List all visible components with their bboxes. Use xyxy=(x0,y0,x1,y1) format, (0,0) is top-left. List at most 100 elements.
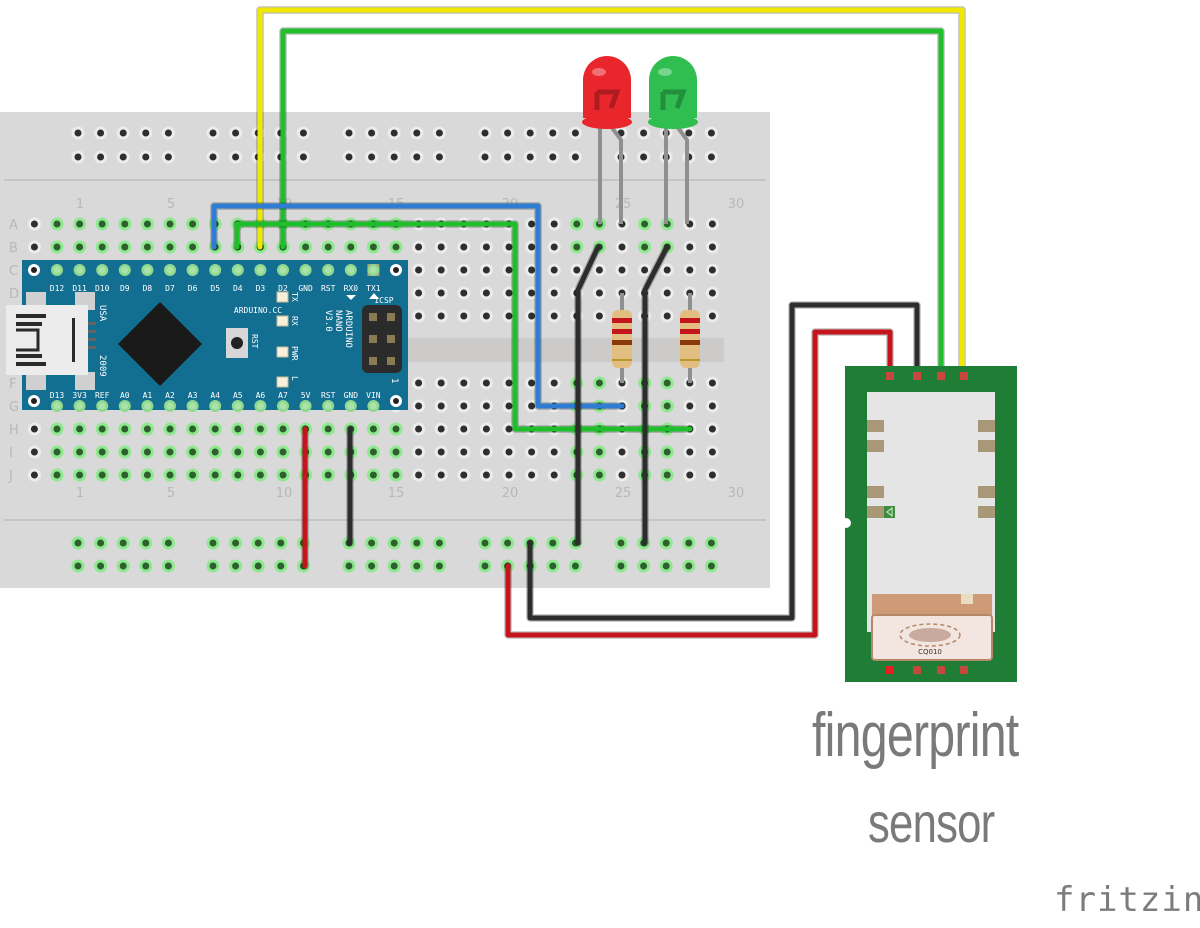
arduino-pin-inner xyxy=(369,402,377,410)
hole xyxy=(460,402,468,410)
hole xyxy=(526,129,534,137)
hole xyxy=(413,539,421,547)
hole xyxy=(302,243,310,251)
hole xyxy=(324,425,332,433)
hole xyxy=(324,243,332,251)
hole xyxy=(368,153,376,161)
hole xyxy=(119,539,127,547)
column-label: 10 xyxy=(276,486,293,501)
hole xyxy=(526,153,534,161)
resistor-red-led-band xyxy=(612,318,632,323)
reset-button-cap[interactable] xyxy=(231,337,243,349)
hole xyxy=(437,448,445,456)
hole xyxy=(571,562,579,570)
hole xyxy=(415,266,423,274)
hole xyxy=(53,220,61,228)
hole xyxy=(437,289,445,297)
hole xyxy=(53,425,61,433)
hole xyxy=(549,153,557,161)
hole xyxy=(550,266,558,274)
hole xyxy=(345,129,353,137)
hole xyxy=(505,289,513,297)
hole xyxy=(617,562,625,570)
pin-label-a4: A4 xyxy=(210,391,220,400)
hole xyxy=(460,312,468,320)
hole xyxy=(573,243,581,251)
arduino-pin-inner xyxy=(53,266,61,274)
hole xyxy=(663,379,671,387)
column-label: 5 xyxy=(167,197,175,212)
hole xyxy=(505,425,513,433)
hole xyxy=(685,129,693,137)
hole xyxy=(76,220,84,228)
hole xyxy=(640,562,648,570)
hole xyxy=(121,471,129,479)
hole xyxy=(119,153,127,161)
hole xyxy=(211,471,219,479)
resistor-green-led-band xyxy=(680,329,700,334)
fingerprint-sensor[interactable]: CQ010 xyxy=(841,366,1017,682)
hole xyxy=(53,243,61,251)
hole xyxy=(211,425,219,433)
hole xyxy=(254,562,262,570)
hole xyxy=(345,153,353,161)
hole xyxy=(189,448,197,456)
hole xyxy=(415,425,423,433)
hole xyxy=(595,471,603,479)
hole xyxy=(708,402,716,410)
arduino-pin-inner xyxy=(302,266,310,274)
hole xyxy=(368,562,376,570)
hole xyxy=(482,243,490,251)
hole xyxy=(368,539,376,547)
pin-label-tx1: TX1 xyxy=(366,284,381,293)
row-label: D xyxy=(9,287,19,302)
resistor-green-led xyxy=(680,310,700,368)
hole xyxy=(232,539,240,547)
hole xyxy=(482,379,490,387)
hole xyxy=(595,379,603,387)
hole xyxy=(460,243,468,251)
pin-label-d12: D12 xyxy=(50,284,65,293)
hole xyxy=(708,266,716,274)
arduino-pin-inner xyxy=(324,402,332,410)
hole xyxy=(437,379,445,387)
pin-label-d3: D3 xyxy=(256,284,266,293)
sensor-pin-bottom xyxy=(886,666,894,674)
column-label: 20 xyxy=(502,486,519,501)
icsp-pins xyxy=(369,313,395,365)
arduino-pin-inner xyxy=(121,266,129,274)
hole xyxy=(550,448,558,456)
hole xyxy=(98,471,106,479)
hole xyxy=(460,379,468,387)
hole xyxy=(708,425,716,433)
hole xyxy=(460,266,468,274)
hole xyxy=(686,243,694,251)
hole xyxy=(549,562,557,570)
hole xyxy=(528,379,536,387)
hole xyxy=(369,471,377,479)
icsp-pin xyxy=(369,313,377,321)
hole xyxy=(30,448,38,456)
hole xyxy=(460,448,468,456)
red-led-rim xyxy=(582,115,632,129)
hole xyxy=(504,153,512,161)
hole xyxy=(166,243,174,251)
hole xyxy=(617,539,625,547)
hole xyxy=(53,471,61,479)
icsp-header xyxy=(362,305,402,373)
mount-hole-center xyxy=(31,267,37,273)
hole xyxy=(209,562,217,570)
icsp-pin xyxy=(369,335,377,343)
pin-label-d6: D6 xyxy=(188,284,198,293)
hole xyxy=(189,425,197,433)
hole xyxy=(30,243,38,251)
hole xyxy=(164,153,172,161)
hole xyxy=(390,539,398,547)
hole xyxy=(686,471,694,479)
hole xyxy=(505,379,513,387)
hole xyxy=(30,425,38,433)
hole xyxy=(98,243,106,251)
hole xyxy=(415,379,423,387)
resistors xyxy=(612,293,700,383)
